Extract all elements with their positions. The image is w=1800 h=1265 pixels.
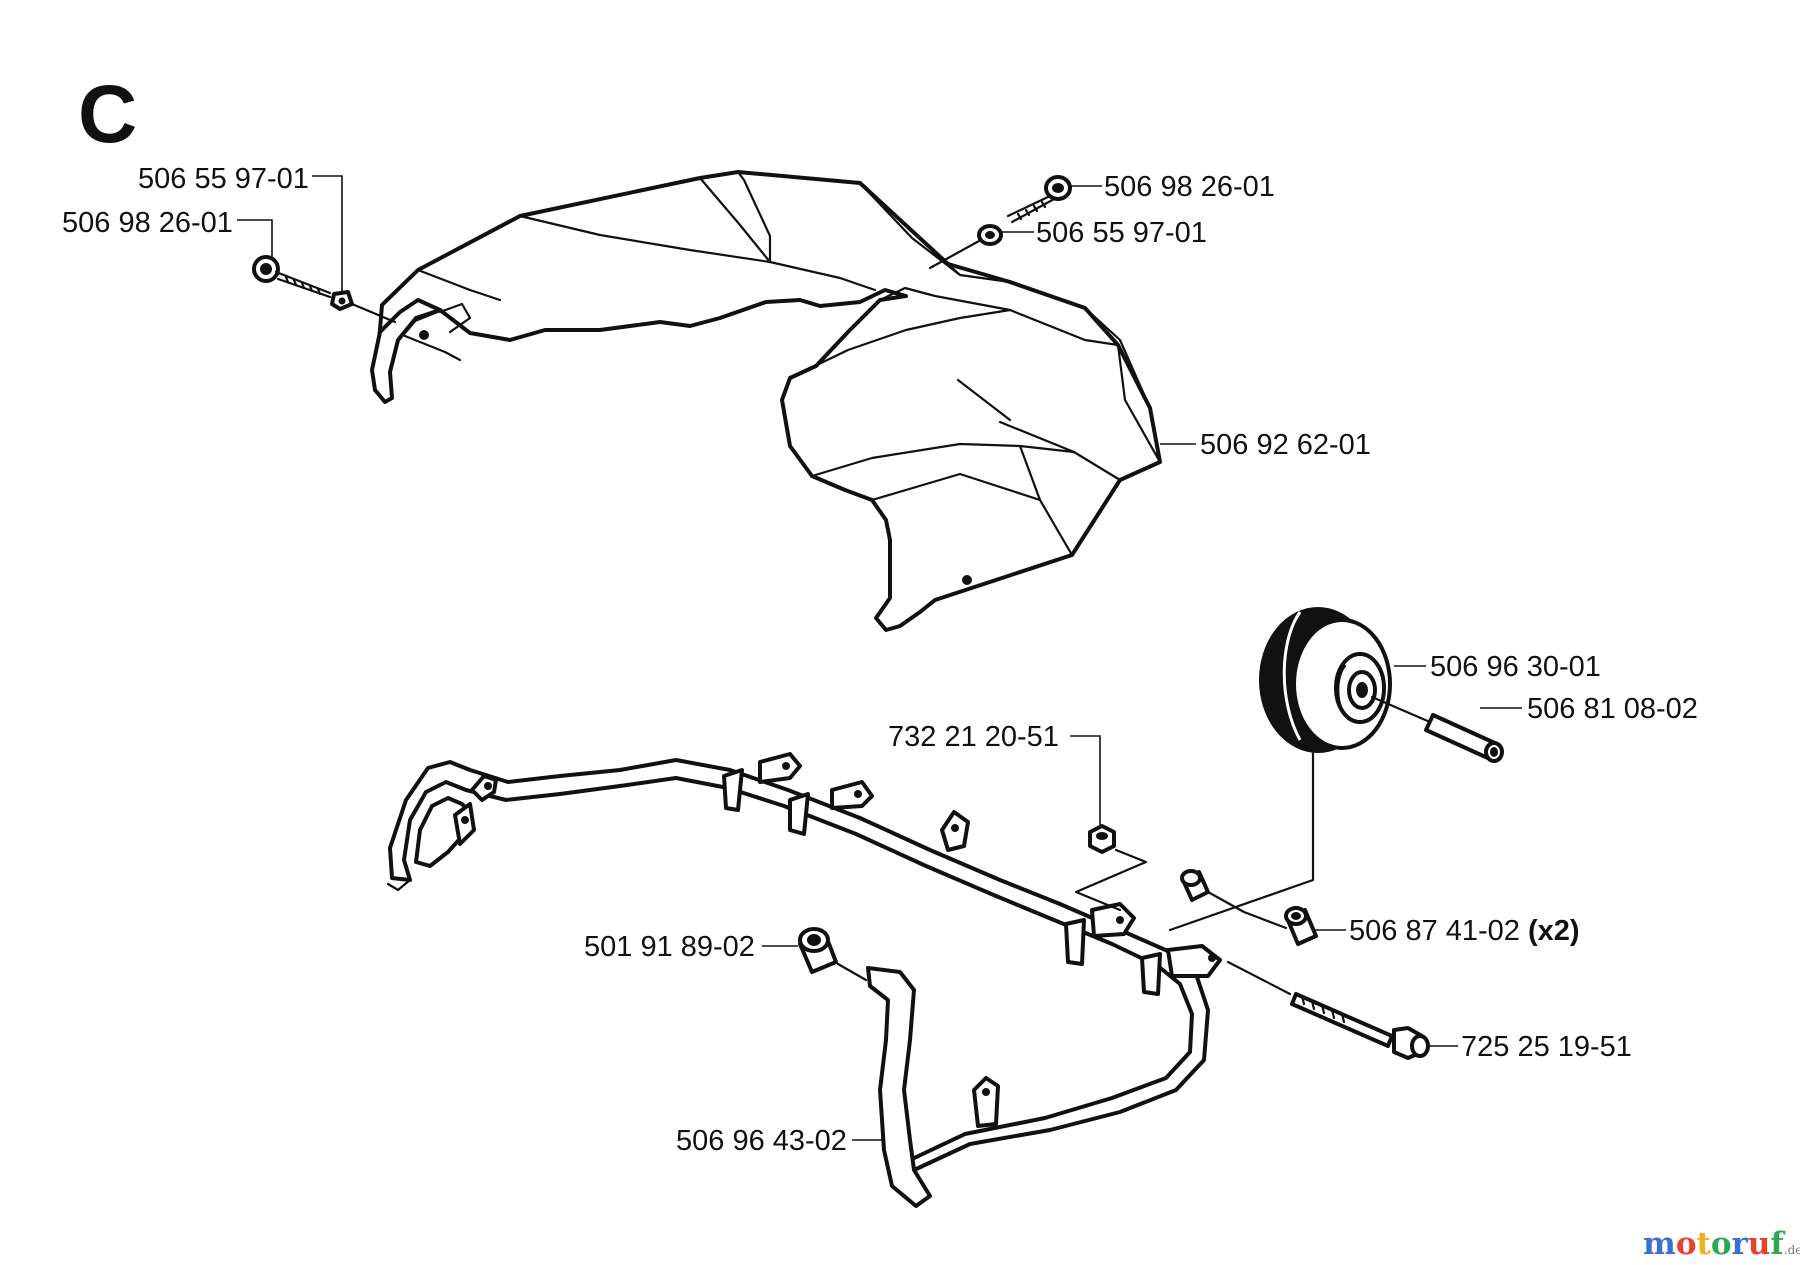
label-spacer-qty: (x2) <box>1528 915 1580 947</box>
watermark-suffix: .de <box>1783 1243 1800 1257</box>
label-bolt-left: 506 98 26-01 <box>62 207 233 239</box>
bolt-long-part <box>1290 992 1430 1060</box>
bolt-left <box>252 255 332 299</box>
section-letter: C <box>78 69 137 160</box>
label-nut: 732 21 20-51 <box>888 721 1059 753</box>
spacer-part-2 <box>1284 906 1318 946</box>
label-cover: 506 92 62-01 <box>1200 429 1371 461</box>
label-bolt-right: 506 98 26-01 <box>1104 171 1275 203</box>
label-bolt-long: 725 25 19-51 <box>1461 1031 1632 1063</box>
label-axle: 506 81 08-02 <box>1527 693 1698 725</box>
washer-left <box>330 290 354 311</box>
frame-part <box>386 752 1222 1208</box>
spacer-part-1 <box>1180 869 1210 902</box>
label-frame: 506 96 43-02 <box>676 1125 847 1157</box>
bolt-right <box>1006 175 1072 224</box>
label-spacer-number: 506 87 41-02 <box>1349 915 1520 947</box>
wheel-part <box>1259 607 1392 753</box>
label-spacer: 506 87 41-02 (x2) <box>1349 915 1580 947</box>
watermark-logo: motoruf.de <box>1643 1226 1800 1262</box>
label-bushing: 501 91 89-02 <box>584 931 755 963</box>
label-washer-left: 506 55 97-01 <box>138 163 309 195</box>
watermark-brand: motoruf <box>1643 1226 1784 1262</box>
bushing-part <box>798 927 838 974</box>
label-washer-right: 506 55 97-01 <box>1036 217 1207 249</box>
nut-part <box>1088 824 1116 854</box>
washer-right <box>977 224 1003 246</box>
label-wheel: 506 96 30-01 <box>1430 651 1601 683</box>
axle-part <box>1424 713 1504 763</box>
cover-part <box>370 170 1162 632</box>
